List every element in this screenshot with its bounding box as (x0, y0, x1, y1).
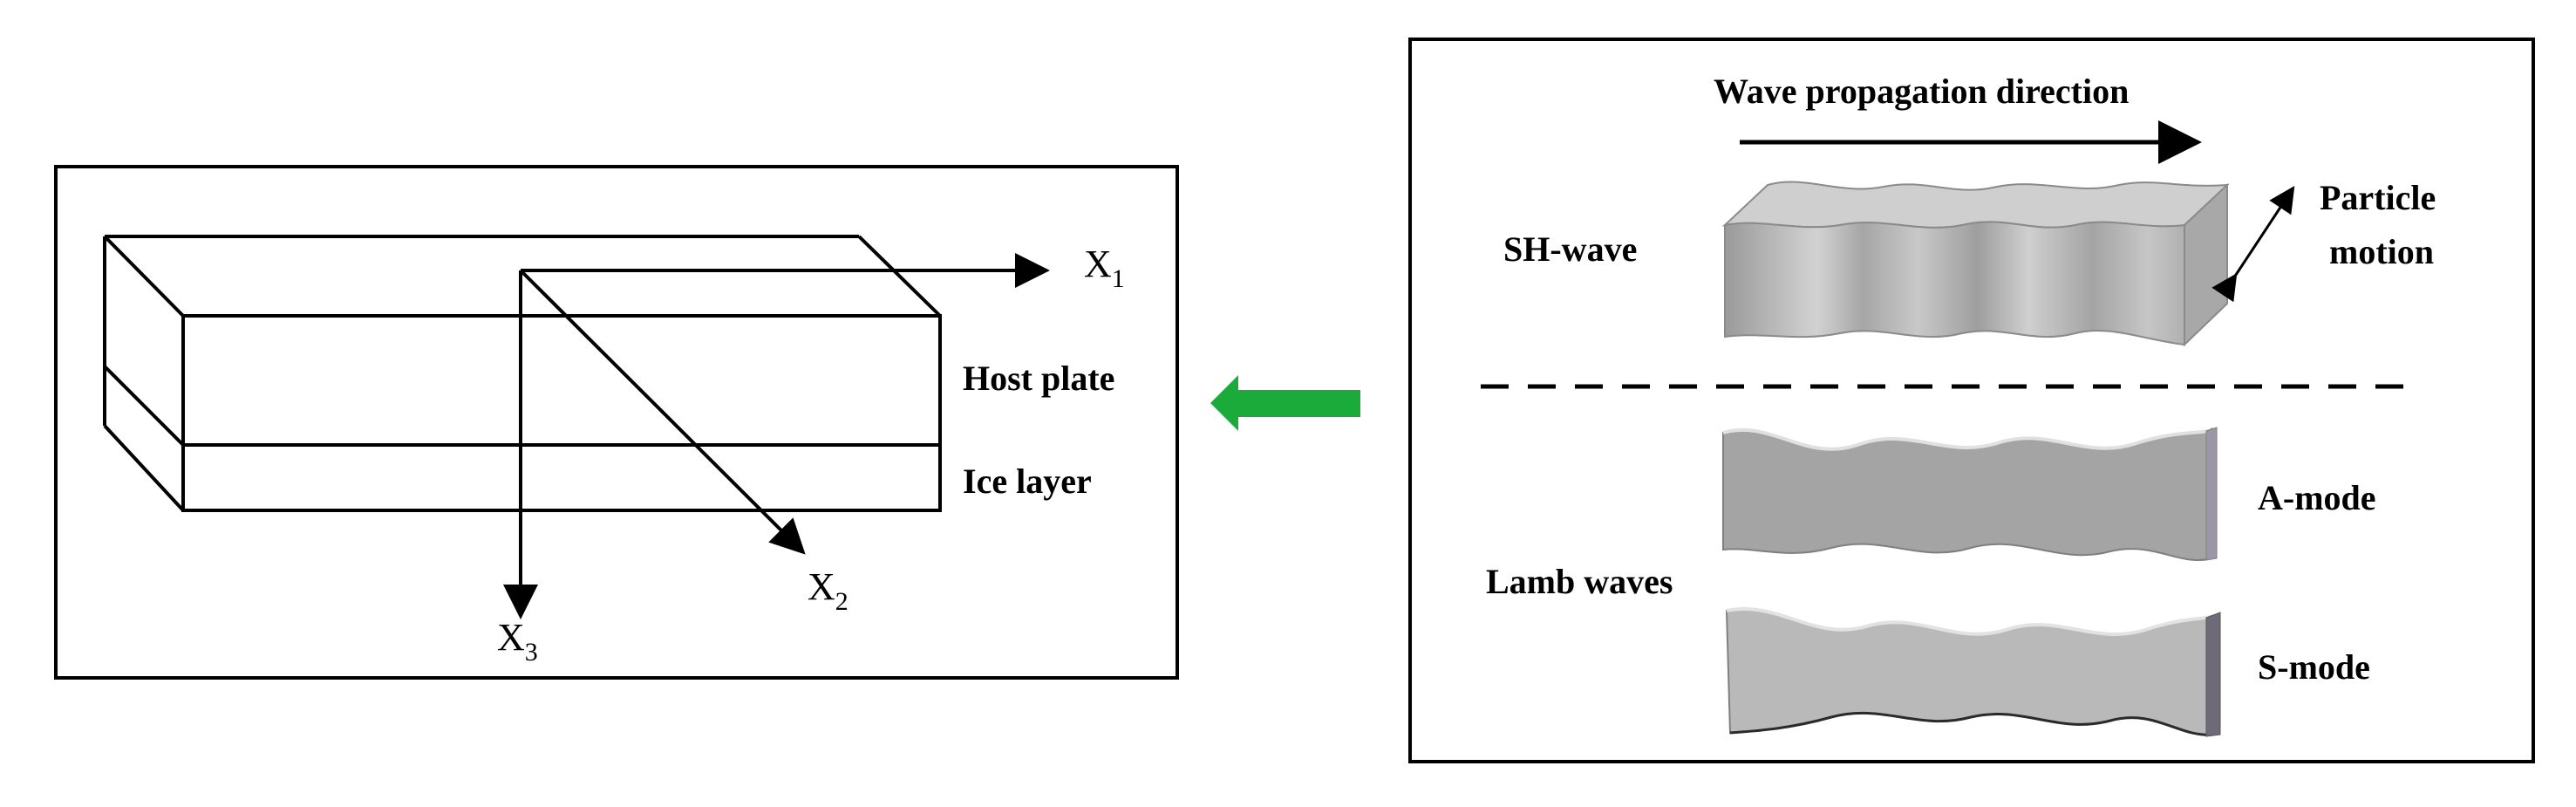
sh-wave-top-face (1721, 181, 2230, 229)
left-panel-frame (54, 165, 1179, 680)
plate-3d-box (103, 235, 942, 512)
axis-x2-label: X2 (808, 565, 848, 616)
wave-direction-label: Wave propagation direction (1714, 72, 2129, 111)
s-mode-plate (1725, 607, 2221, 737)
axis-x3-label: X3 (497, 616, 538, 667)
host-plate-label: Host plate (963, 359, 1114, 398)
sh-wave-label: SH-wave (1503, 229, 1637, 269)
plate-left-bottom-edge (103, 424, 185, 512)
plate-front-face (181, 314, 942, 512)
a-mode-label: A-mode (2258, 478, 2376, 517)
right-panel-frame (1408, 38, 2535, 763)
a-mode-plate-end (2205, 427, 2218, 561)
s-mode-plate-face (1725, 608, 2214, 736)
s-mode-plate-top-edge (1726, 607, 2214, 636)
s-mode-label: S-mode (2258, 647, 2370, 687)
axis-x1-label: X1 (1084, 243, 1125, 293)
a-mode-plate (1722, 427, 2218, 562)
lamb-waves-label: Lamb waves (1486, 562, 1673, 601)
particle-motion-label-line2: motion (2329, 232, 2434, 271)
green-arrow-icon (1210, 375, 1360, 431)
s-mode-plate-end (2205, 612, 2221, 737)
plate-top-left-edge (103, 235, 185, 318)
particle-motion-label-line1: Particle (2320, 178, 2436, 217)
ice-interface-line-side (103, 365, 185, 447)
ice-layer-label: Ice layer (963, 462, 1092, 501)
plate-top-right-edge (857, 235, 942, 318)
axis-x2-arrow (519, 269, 806, 555)
sh-wave-block (1721, 181, 2230, 347)
s-mode-plate-bottom-edge (1729, 711, 2214, 736)
a-mode-plate-top-edge (1722, 427, 2213, 451)
particle-motion-arrow (2211, 185, 2295, 303)
coordinate-axes (503, 253, 1050, 619)
sh-wave-front-face (1724, 221, 2185, 346)
